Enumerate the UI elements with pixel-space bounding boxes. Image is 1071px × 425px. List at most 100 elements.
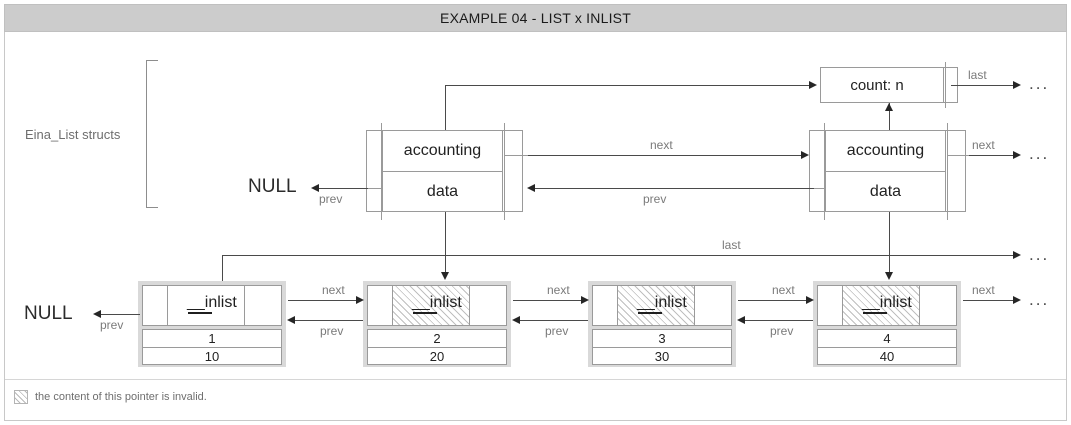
inlist-node-1: __inlist 1 10 [138, 281, 286, 367]
inlist-node-3-values: 3 30 [592, 329, 732, 365]
node3-next-arrowhead [806, 296, 814, 304]
last-line-down-to-node1 [222, 255, 223, 291]
inlist-node-4-label: __inlist [862, 294, 912, 311]
edge-label-next-3: next [772, 283, 795, 297]
inlist-node-2-values: 2 20 [367, 329, 507, 365]
inlist-node-2-invalid-hatch [392, 286, 470, 325]
edge-label-next-top: next [650, 138, 673, 152]
list-struct-2-accounting-right-stub [947, 155, 969, 156]
inlist-node-2-pointer-cell: __inlist [367, 285, 507, 326]
count-right-column-guide [945, 62, 946, 108]
accounting-to-count-vline [445, 85, 446, 138]
struct2-prev-line [533, 188, 814, 189]
inlist-node-2-label: __inlist [412, 294, 462, 311]
inlist-node-1-vdiv-right [244, 286, 245, 325]
edge-label-next-2: next [547, 283, 570, 297]
ellipsis-second-right: ... [1029, 144, 1050, 163]
count-box: count: n [820, 67, 958, 103]
list-struct-1-accounting-right-stub [504, 155, 528, 156]
ellipsis-third-right: ... [1029, 245, 1050, 264]
list-struct-2-left-guide [824, 123, 825, 220]
count-box-label: count: n [850, 76, 904, 94]
list-struct-2-row-divider [825, 171, 946, 172]
inlist-node-4-underscore [863, 312, 887, 314]
edge-label-next-4: next [972, 283, 995, 297]
node1-next-line [288, 300, 358, 301]
count-last-arrowhead [1013, 81, 1021, 89]
inlist-node-1-pointer-cell: __inlist [142, 285, 282, 326]
last-long-line [222, 255, 1015, 256]
struct2-next-arrowhead [1013, 151, 1021, 159]
ellipsis-top-right: ... [1029, 74, 1050, 93]
struct1-next-line [528, 155, 803, 156]
inlist-node-3-invalid-hatch [617, 286, 695, 325]
legend-text: the content of this pointer is invalid. [35, 391, 207, 403]
inlist-node-1-value-a: 1 [208, 331, 216, 346]
edge-label-prev-mid: prev [643, 192, 667, 206]
edge-label-next-right-top: next [972, 138, 995, 152]
inlist-node-4-pointer-cell: __inlist [817, 285, 957, 326]
list-struct-2: accounting data [809, 130, 966, 212]
inlist-node-2-value-b: 20 [429, 348, 445, 364]
struct2-prev-arrowhead [527, 184, 535, 192]
struct1-prev-line [318, 188, 368, 189]
edge-label-prev-1: prev [320, 324, 344, 338]
inlist-node-3-underscore [638, 312, 662, 314]
inlist-node-1-value-divider [143, 347, 281, 348]
struct2-next-line [969, 155, 1015, 156]
node2-prev-arrowhead [287, 316, 295, 324]
edge-label-prev-3: prev [770, 324, 794, 338]
inlist-node-3: __inlist 3 30 [588, 281, 736, 367]
node3-prev-line [518, 320, 588, 321]
node4-prev-arrowhead [737, 316, 745, 324]
node4-next-arrowhead [1013, 296, 1021, 304]
edge-label-last-mid: last [722, 238, 741, 252]
struct2-data-down-line [889, 212, 890, 278]
accounting-to-count-hline [445, 85, 810, 86]
inlist-node-1-vdiv-left [167, 286, 168, 325]
inlist-node-4-values: 4 40 [817, 329, 957, 365]
list-struct-1-left-guide [381, 123, 382, 220]
accounting-to-count-arrowhead [809, 81, 817, 89]
null-label-bottom: NULL [24, 303, 73, 324]
struct1-prev-arrowhead [311, 184, 319, 192]
struct1-next-arrowhead [801, 151, 809, 159]
inlist-node-1-underscore [188, 312, 212, 314]
list-struct-1-row-divider [382, 171, 503, 172]
inlist-node-4-value-divider [818, 347, 956, 348]
inlist-node-2-underscore [413, 312, 437, 314]
edge-label-last-top: last [968, 68, 987, 82]
list-struct-1-accounting-cell: accounting [403, 142, 482, 159]
invalid-pointer-hatch-icon [14, 390, 28, 404]
node3-next-line [738, 300, 808, 301]
node1-prev-line [100, 314, 140, 315]
right-accounting-to-count-arrowhead [885, 103, 893, 111]
struct1-data-down-arrowhead [441, 272, 449, 280]
inlist-node-2-value-divider [368, 347, 506, 348]
inlist-node-3-value-a: 3 [658, 331, 666, 346]
struct2-data-down-arrowhead [885, 272, 893, 280]
ellipsis-bottom-right: ... [1029, 290, 1050, 309]
list-struct-1-data-left-stub [358, 188, 382, 189]
node2-next-line [513, 300, 583, 301]
inlist-node-2: __inlist 2 20 [363, 281, 511, 367]
struct1-data-down-line [445, 212, 446, 278]
eina-list-bracket [146, 60, 158, 208]
last-long-arrowhead [1013, 251, 1021, 259]
inlist-node-1-values: 1 10 [142, 329, 282, 365]
list-struct-1: accounting data [366, 130, 523, 212]
list-struct-2-right-guide [947, 123, 948, 220]
inlist-node-2-value-a: 2 [433, 331, 441, 346]
inlist-node-3-pointer-cell: __inlist [592, 285, 732, 326]
node4-next-line [963, 300, 1015, 301]
node1-prev-arrowhead [93, 310, 101, 318]
node2-prev-line [293, 320, 363, 321]
node2-next-arrowhead [581, 296, 589, 304]
eina-list-bracket-label: Eina_List structs [25, 127, 121, 142]
node4-prev-line [743, 320, 813, 321]
count-last-line [951, 85, 1015, 86]
node3-prev-arrowhead [512, 316, 520, 324]
inlist-node-4-value-a: 4 [883, 331, 891, 346]
null-label-top: NULL [248, 176, 297, 197]
inlist-node-3-value-divider [593, 347, 731, 348]
